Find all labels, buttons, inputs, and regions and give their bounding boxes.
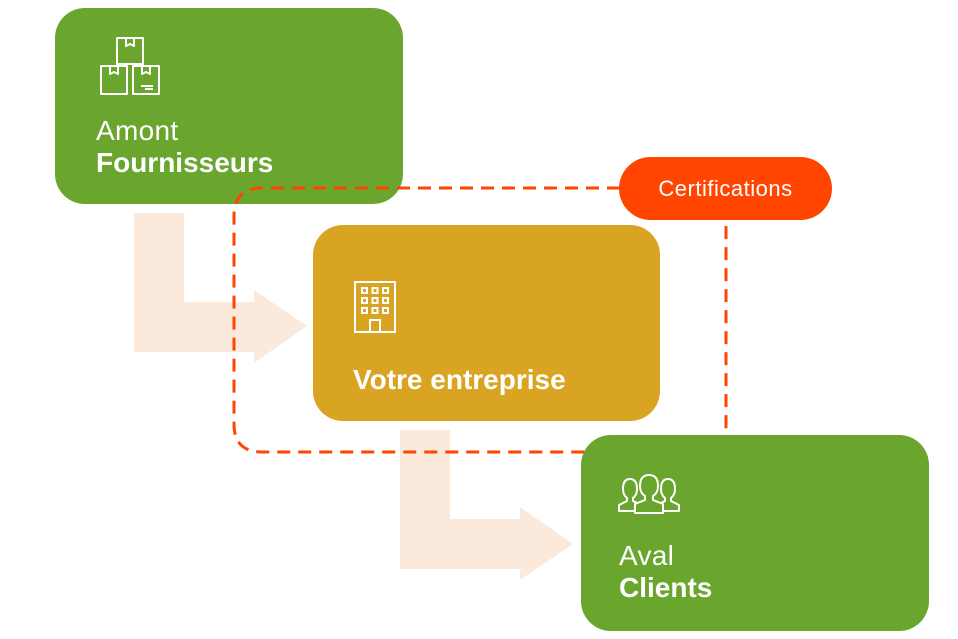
company-box: Votre entreprise	[313, 225, 660, 421]
client-category: Aval	[619, 540, 675, 571]
company-title: Votre entreprise	[353, 364, 566, 395]
building-icon	[354, 281, 396, 333]
client-title: Clients	[619, 572, 713, 603]
supplier-category: Amont	[96, 115, 179, 146]
certifications-label: Certifications	[658, 175, 793, 201]
arrow-company-to-client	[400, 430, 573, 580]
certifications-badge: Certifications	[619, 157, 832, 220]
supplier-box: Amont Fournisseurs	[55, 8, 403, 204]
boxes-icon	[100, 37, 160, 95]
people-icon	[618, 474, 680, 514]
supplier-title: Fournisseurs	[96, 147, 274, 178]
client-box: Aval Clients	[581, 435, 929, 631]
arrow-supplier-to-company	[134, 213, 307, 363]
